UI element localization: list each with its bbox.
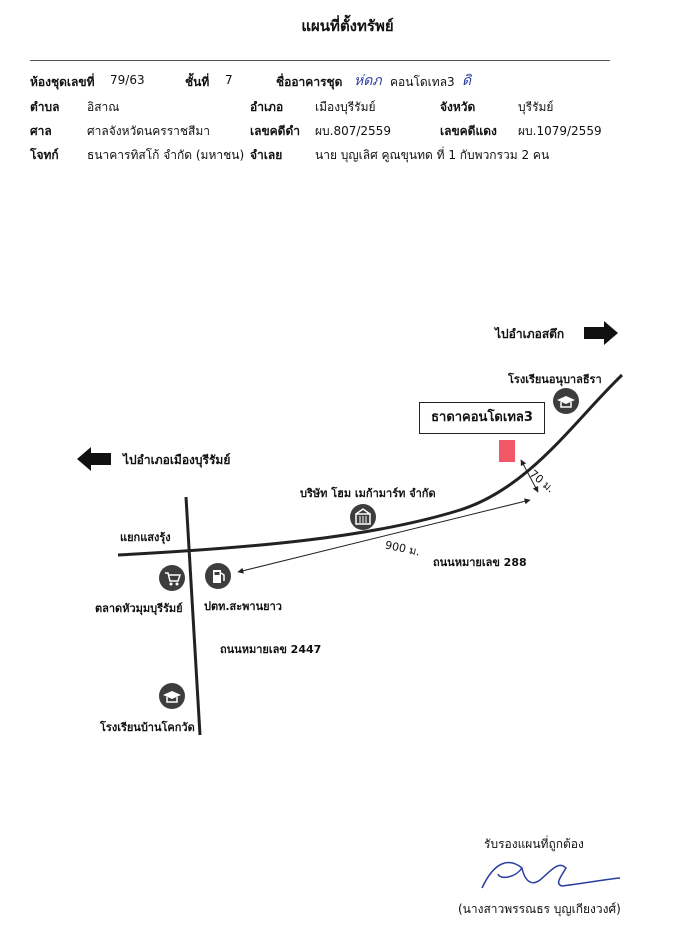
court-value: ศาลจังหวัดนครราชสีมา bbox=[87, 124, 211, 138]
distance-70-arrow bbox=[520, 459, 539, 493]
road-2447-label: ถนนหมายเลข 2447 bbox=[220, 643, 322, 656]
direction-east-label: ไปอำเภอสตึก bbox=[495, 327, 565, 341]
district-label: อำเภอ bbox=[250, 100, 284, 114]
arrow-left-icon bbox=[77, 447, 111, 471]
subdistrict-label: ตำบล bbox=[30, 100, 60, 114]
school-1-label: โรงเรียนอนุบาลธีรา bbox=[508, 373, 602, 386]
intersection-label: แยกแสงรุ้ง bbox=[120, 531, 171, 544]
company-label: บริษัท โฮม เมก้ามาร์ท จำกัด bbox=[300, 487, 436, 500]
province-label: จังหวัด bbox=[440, 100, 476, 114]
plaintiff-value: ธนาคารทิสโก้ จำกัด (มหาชน) bbox=[87, 148, 245, 162]
road-2447 bbox=[184, 496, 202, 736]
room-no-value: 79/63 bbox=[110, 73, 145, 87]
floor-value: 7 bbox=[225, 73, 233, 87]
school-icon bbox=[553, 388, 579, 414]
defendant-label: จำเลย bbox=[250, 148, 283, 162]
black-case-value: ผบ.807/2559 bbox=[315, 124, 391, 138]
distance-900-arrow bbox=[237, 498, 531, 574]
building-label: ชื่ออาคารชุด bbox=[276, 75, 343, 89]
gas-pump-icon bbox=[205, 563, 231, 589]
school-2-label: โรงเรียนบ้านโคกวัด bbox=[100, 721, 195, 734]
gas-station-label: ปตท.สะพานยาว bbox=[204, 600, 282, 613]
plaintiff-label: โจทก์ bbox=[30, 148, 59, 162]
direction-west-label: ไปอำเภอเมืองบุรีรัมย์ bbox=[123, 453, 231, 467]
building-value: คอนโดเทล3 bbox=[390, 75, 455, 89]
signature bbox=[481, 861, 621, 889]
room-no-label: ห้องชุดเลขที่ bbox=[30, 75, 95, 89]
property-label-box: ธาดาคอนโดเทล3 bbox=[419, 402, 545, 434]
school-icon bbox=[159, 683, 185, 709]
court-label: ศาล bbox=[30, 124, 52, 138]
shopping-cart-icon bbox=[159, 565, 185, 591]
certify-text: รับรองแผนที่ถูกต้อง bbox=[484, 837, 584, 851]
road-288-label: ถนนหมายเลข 288 bbox=[433, 556, 527, 569]
arrow-right-icon bbox=[584, 321, 618, 345]
property-marker bbox=[499, 440, 515, 462]
district-value: เมืองบุรีรัมย์ bbox=[315, 100, 376, 114]
signer-name: (นางสาวพรรณธร บุญเกียงวงศ์) bbox=[458, 902, 621, 916]
market-label: ตลาดหัวมุมบุรีรัมย์ bbox=[95, 602, 183, 615]
black-case-label: เลขคดีดำ bbox=[250, 124, 301, 138]
company-building-icon bbox=[350, 504, 376, 530]
handwritten-note: ห่ดภ bbox=[354, 73, 382, 89]
defendant-value: นาย บุญเลิศ คูณขุนทด ที่ 1 กับพวกรวม 2 ค… bbox=[315, 148, 550, 162]
red-case-label: เลขคดีแดง bbox=[440, 124, 497, 138]
province-value: บุรีรัมย์ bbox=[518, 100, 554, 114]
red-case-value: ผบ.1079/2559 bbox=[518, 124, 602, 138]
page-title: แผนที่ตั้งทรัพย์ bbox=[301, 17, 394, 35]
header-top-rule bbox=[30, 60, 610, 61]
floor-label: ชั้นที่ bbox=[185, 75, 210, 89]
handwritten-initial: ดิ bbox=[462, 73, 472, 89]
subdistrict-value: อิสาณ bbox=[87, 100, 120, 114]
